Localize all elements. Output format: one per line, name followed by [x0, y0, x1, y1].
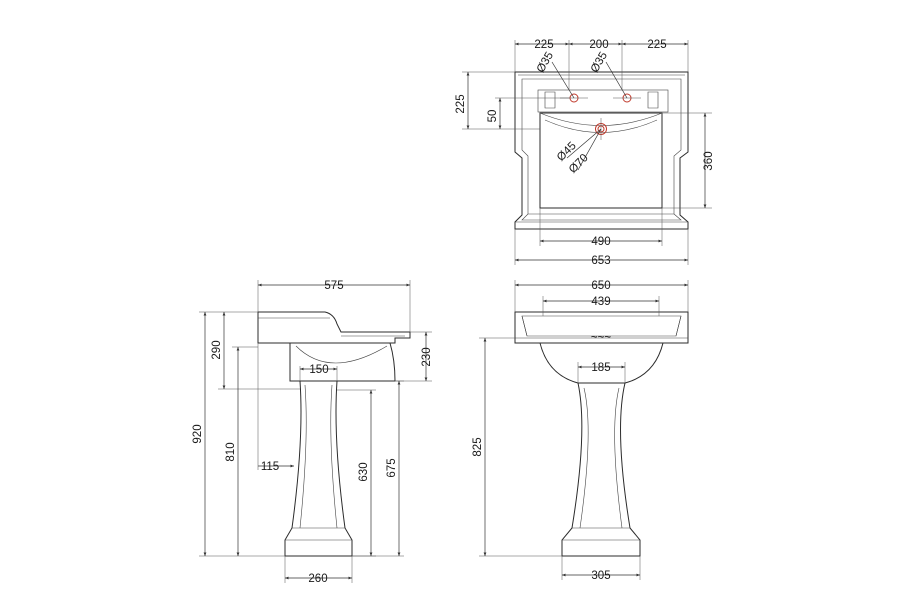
dim-pedestal-top: 150 — [309, 364, 328, 376]
side-view-pedestal — [284, 380, 353, 557]
dim-front-inner-width: 439 — [591, 296, 610, 308]
dim-back-depth: 225 — [455, 94, 467, 113]
front-view-pedestal — [561, 382, 641, 557]
dim-basin-height: 290 — [211, 340, 223, 359]
dim-tap-hole-left: Ø35 — [535, 50, 556, 75]
dim-bowl-width: 490 — [591, 236, 610, 248]
svg-text:~~~: ~~~ — [591, 332, 611, 344]
dim-front-overall-width: 650 — [591, 280, 610, 292]
dim-pedestal-neck: 185 — [591, 362, 610, 374]
dim-bowl-height: 230 — [421, 347, 433, 366]
dim-bowl-depth: 360 — [703, 151, 715, 170]
dim-rim-to-floor: 810 — [225, 442, 237, 461]
dim-top-overall-width: 653 — [591, 255, 610, 267]
side-view: 575 150 920 290 810 115 230 630 675 — [192, 280, 433, 585]
dim-basin-depth: 575 — [324, 280, 343, 292]
front-view: ~~~ 650 439 185 825 305 — [472, 280, 689, 582]
dim-overall-height: 920 — [192, 424, 204, 443]
front-view-basin — [514, 311, 689, 344]
top-view: 225 200 225 Ø35 Ø35 225 50 360 Ø45 Ø70 4… — [455, 39, 715, 267]
dim-pedestal-offset: 115 — [261, 461, 279, 473]
dim-tap-offset: 50 — [487, 110, 499, 123]
dim-top-width-left: 225 — [534, 39, 553, 51]
side-view-basin — [257, 311, 411, 344]
dim-front-pedestal-base: 305 — [591, 570, 610, 582]
dim-top-width-right: 225 — [647, 39, 666, 51]
dim-top-width-centre: 200 — [589, 39, 608, 51]
dim-pedestal-height-a: 630 — [358, 462, 370, 481]
dim-tap-hole-right: Ø35 — [589, 50, 610, 75]
dim-pedestal-height-b: 675 — [386, 458, 398, 477]
dim-side-pedestal-base: 260 — [308, 573, 327, 585]
dim-front-height: 825 — [472, 437, 484, 456]
